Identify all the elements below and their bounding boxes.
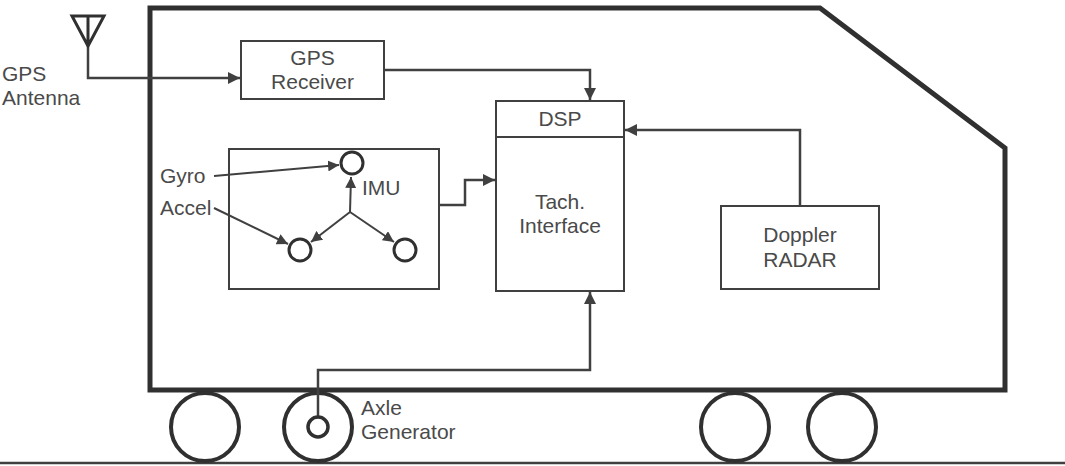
signal-connector xyxy=(385,70,590,100)
doppler-radar-box: Doppler RADAR xyxy=(720,205,880,290)
rail-line xyxy=(0,462,1065,465)
leader-line xyxy=(214,208,288,244)
antenna-symbol xyxy=(70,14,106,46)
generator-circle xyxy=(308,417,328,437)
signal-connector xyxy=(625,130,800,205)
sensor-circle xyxy=(289,239,311,261)
signal-connector xyxy=(88,46,240,78)
axis-arrow xyxy=(350,212,394,242)
imu-box: IMU xyxy=(228,148,440,290)
node-label: Axle Generator xyxy=(361,396,471,444)
node-label: DSP xyxy=(497,102,623,138)
axis-arrow xyxy=(311,212,350,242)
callout-label: Accel xyxy=(160,196,211,220)
node-label: GPS Receiver xyxy=(248,46,377,94)
locomotive-body xyxy=(150,8,1005,390)
node-label: GPS Antenna xyxy=(2,62,84,110)
node-label: Tach. Interface xyxy=(497,138,623,290)
axle-generator: Axle Generator xyxy=(307,416,329,438)
gps-antenna: GPS Antenna xyxy=(70,14,106,46)
wheel xyxy=(171,393,239,461)
dsp-box: DSPTach. Interface xyxy=(495,100,625,292)
gps-receiver-box: GPS Receiver xyxy=(240,40,385,100)
generator-symbol xyxy=(307,416,329,438)
sensor-circle xyxy=(341,152,363,174)
wheel xyxy=(808,393,876,461)
leader-line xyxy=(214,165,339,176)
signal-connector xyxy=(318,292,590,416)
axis-arrow xyxy=(350,177,351,212)
wheel xyxy=(701,393,769,461)
callout-label: Gyro xyxy=(160,164,206,188)
antenna-outline xyxy=(72,16,104,46)
signal-connector xyxy=(440,180,495,205)
node-label: Doppler RADAR xyxy=(728,223,872,271)
node-label: IMU xyxy=(362,176,432,200)
sensor-circle xyxy=(394,239,416,261)
